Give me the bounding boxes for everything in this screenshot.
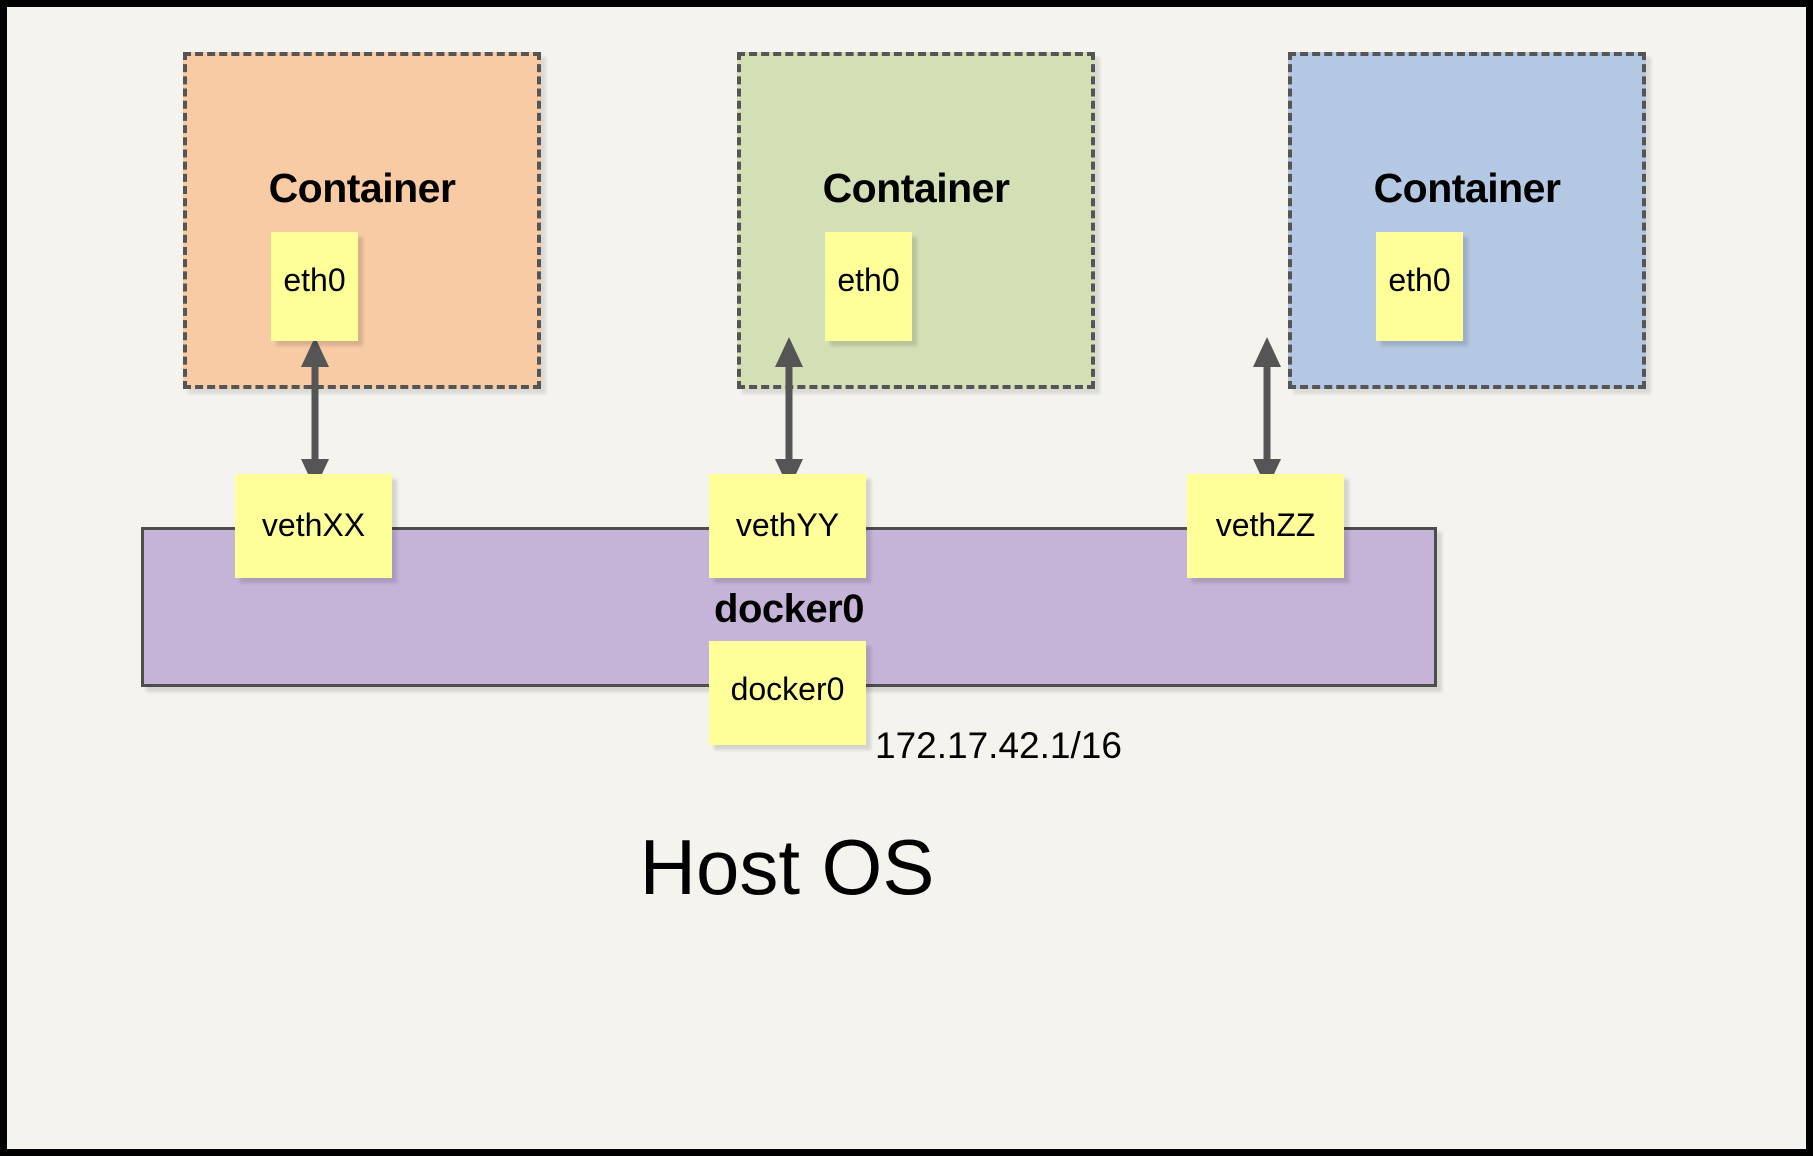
container-box-3: [1288, 52, 1646, 389]
veth-pair-arrow-2: [775, 337, 803, 489]
container-title-1: Container: [268, 165, 456, 211]
container-title-3: Container: [1373, 165, 1561, 211]
docker0-interface-box: docker0: [709, 641, 866, 745]
container-box-2: [737, 52, 1095, 389]
veth-pair-arrow-3: [1253, 337, 1281, 489]
diagram-stage: Container eth0 vethXX Container eth0 vet…: [7, 7, 1806, 1149]
container-eth0-box-1: eth0: [271, 232, 358, 341]
container-eth0-box-2: eth0: [825, 232, 912, 341]
veth-box-3: vethZZ: [1187, 474, 1344, 578]
veth-box-1: vethXX: [235, 474, 392, 578]
host-os-label: Host OS: [639, 823, 935, 911]
container-box-1: [183, 52, 541, 389]
docker0-bridge-label: docker0: [714, 587, 864, 631]
veth-box-2: vethYY: [709, 474, 866, 578]
container-eth0-box-3: eth0: [1376, 232, 1463, 341]
docker0-ip-address: 172.17.42.1/16: [875, 725, 1122, 766]
container-title-2: Container: [822, 165, 1010, 211]
veth-pair-arrow-1: [301, 337, 329, 489]
